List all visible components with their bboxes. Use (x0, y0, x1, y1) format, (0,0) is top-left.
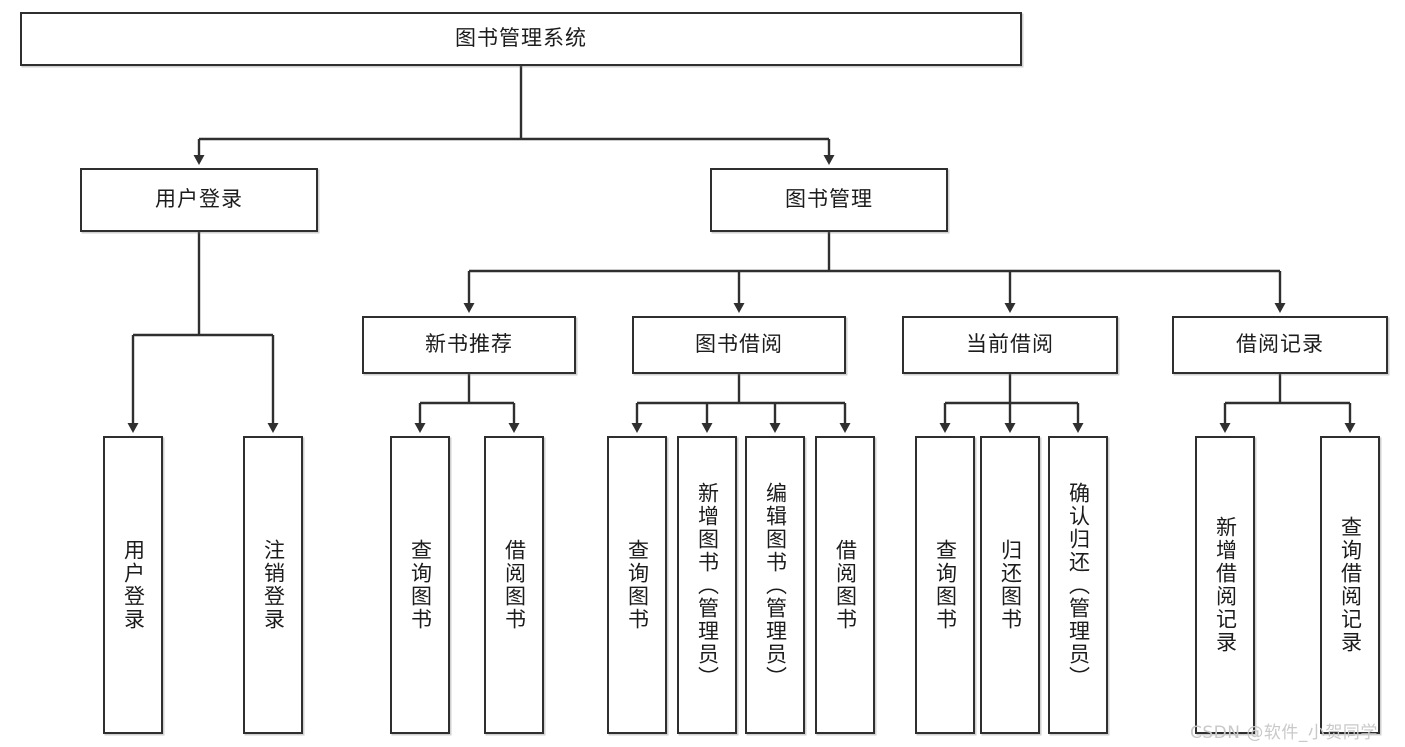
node-user-login[interactable]: 用户登录 (80, 168, 318, 232)
leaf-add-record-label: 新增借阅记录 (1213, 516, 1238, 654)
leaf-add-book[interactable]: 新增图书（管理员） (677, 436, 737, 734)
leaf-return-book-label: 归还图书 (998, 539, 1023, 631)
leaf-add-book-label: 新增图书（管理员） (695, 481, 720, 689)
leaf-user-logout-label: 注销登录 (261, 539, 286, 631)
leaf-query-record[interactable]: 查询借阅记录 (1320, 436, 1380, 734)
node-user-login-label: 用户登录 (155, 187, 243, 212)
leaf-confirm-return[interactable]: 确认归还（管理员） (1048, 436, 1108, 734)
node-new-book-recommend[interactable]: 新书推荐 (362, 316, 576, 374)
leaf-query-book-1[interactable]: 查询图书 (390, 436, 450, 734)
node-book-manage-label: 图书管理 (785, 187, 873, 212)
leaf-user-logout[interactable]: 注销登录 (243, 436, 303, 734)
node-current-borrow[interactable]: 当前借阅 (902, 316, 1118, 374)
node-root[interactable]: 图书管理系统 (20, 12, 1022, 66)
leaf-borrow-book-1-label: 借阅图书 (502, 539, 527, 631)
leaf-query-record-label: 查询借阅记录 (1338, 516, 1363, 654)
node-book-manage[interactable]: 图书管理 (710, 168, 948, 232)
leaf-user-login[interactable]: 用户登录 (103, 436, 163, 734)
leaf-edit-book[interactable]: 编辑图书（管理员） (745, 436, 805, 734)
leaf-borrow-book-1[interactable]: 借阅图书 (484, 436, 544, 734)
leaf-borrow-book-2-label: 借阅图书 (833, 539, 858, 631)
leaf-borrow-book-2[interactable]: 借阅图书 (815, 436, 875, 734)
node-book-borrow-label: 图书借阅 (695, 332, 783, 357)
leaf-user-login-label: 用户登录 (121, 539, 146, 631)
node-borrow-record-label: 借阅记录 (1236, 332, 1324, 357)
leaf-edit-book-label: 编辑图书（管理员） (763, 481, 788, 689)
leaf-add-record[interactable]: 新增借阅记录 (1195, 436, 1255, 734)
leaf-query-book-1-label: 查询图书 (408, 539, 433, 631)
node-book-borrow[interactable]: 图书借阅 (632, 316, 846, 374)
leaf-return-book[interactable]: 归还图书 (980, 436, 1040, 734)
node-current-borrow-label: 当前借阅 (966, 332, 1054, 357)
node-new-book-recommend-label: 新书推荐 (425, 332, 513, 357)
leaf-query-book-2-label: 查询图书 (625, 539, 650, 631)
leaf-query-book-2[interactable]: 查询图书 (607, 436, 667, 734)
leaf-query-book-3-label: 查询图书 (933, 539, 958, 631)
node-root-label: 图书管理系统 (455, 26, 587, 51)
leaf-query-book-3[interactable]: 查询图书 (915, 436, 975, 734)
leaf-confirm-return-label: 确认归还（管理员） (1066, 481, 1091, 689)
node-borrow-record[interactable]: 借阅记录 (1172, 316, 1388, 374)
